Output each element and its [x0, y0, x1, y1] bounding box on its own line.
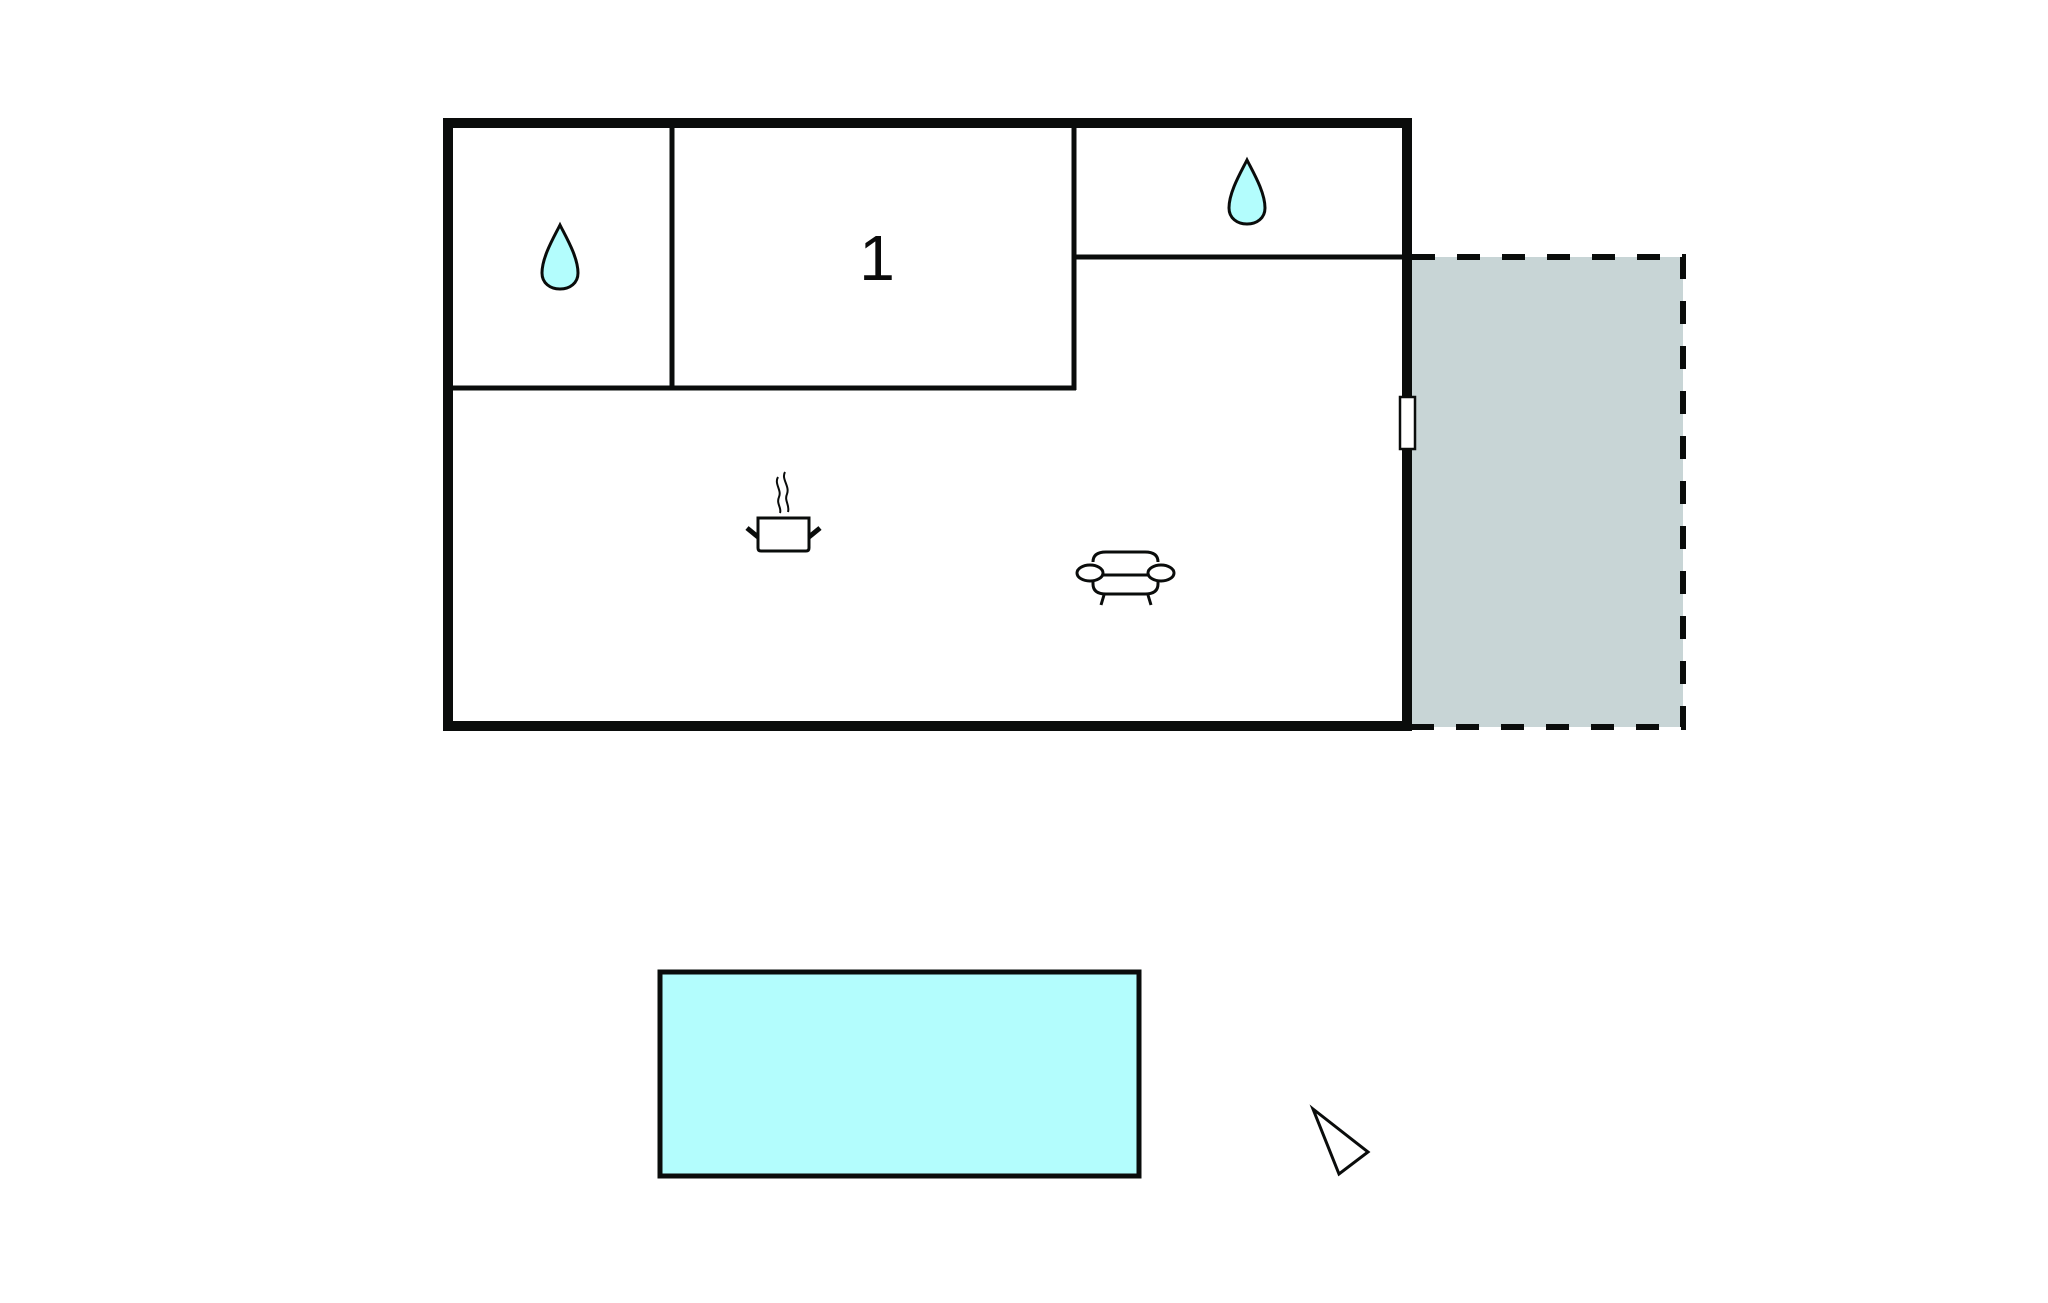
terrace-door: [1398, 395, 1417, 451]
swimming-pool: [657, 969, 1142, 1179]
terrace: [1412, 254, 1686, 730]
north-arrow-icon: [1309, 1104, 1371, 1177]
water-drop-icon: [540, 221, 580, 291]
water-drop-icon: [1227, 156, 1267, 226]
sofa-icon: [1075, 550, 1176, 606]
cooking-pot-icon: [745, 471, 822, 553]
room-label-bedroom-1: 1: [859, 222, 895, 294]
interior-walls: [453, 128, 1402, 391]
